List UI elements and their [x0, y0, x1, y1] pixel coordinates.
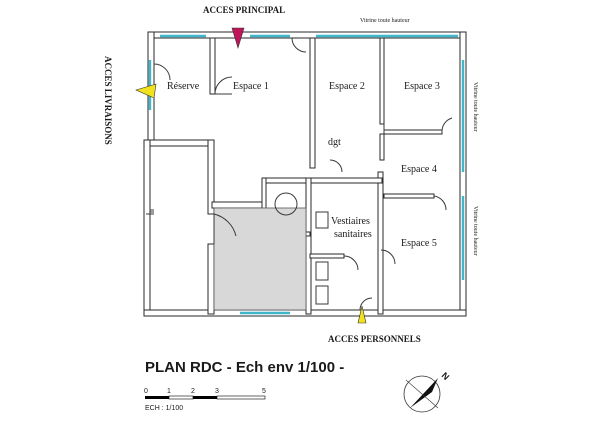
door-delivery — [153, 63, 171, 81]
room-espace1: Espace 1 — [233, 81, 269, 92]
wall-inner-left-b — [207, 243, 215, 315]
door-espace3 — [441, 117, 453, 133]
access-staff-label: ACCES PERSONNELS — [328, 334, 421, 344]
wall-vest-e5 — [377, 171, 384, 315]
room-espace5: Espace 5 — [401, 238, 437, 249]
plan-title: PLAN RDC - Ech env 1/100 - — [145, 359, 344, 376]
scale-tick-1: 1 — [167, 388, 171, 395]
room-dgt: dgt — [328, 137, 341, 148]
scale-tick-0: 0 — [144, 388, 148, 395]
door-reserve — [214, 76, 233, 95]
room-espace4: Espace 4 — [401, 164, 437, 175]
shaded-room — [213, 207, 307, 311]
door-espace4 — [433, 195, 447, 211]
scale-seg-4 — [216, 395, 266, 400]
scale-tick-5: 5 — [262, 388, 266, 395]
wall-reserve — [209, 37, 216, 95]
access-delivery-marker — [135, 83, 157, 99]
room-reserve: Réserve — [167, 81, 200, 92]
north-arrow: N — [403, 370, 452, 413]
glazing-label-right-lower: Vitrine toute hauteur — [472, 206, 478, 256]
scale-seg-1 — [145, 396, 169, 399]
scale-bar: 0 1 2 3 5 ECH : 1/100 — [144, 388, 266, 412]
wall-sani-left — [305, 177, 312, 315]
left-lower-space — [150, 209, 154, 213]
door-staff — [359, 297, 373, 311]
wall-bottom — [143, 309, 467, 317]
wall-e2-e3-low — [379, 133, 385, 161]
wall-e3-e4 — [383, 129, 443, 135]
wall-shade-top — [211, 201, 265, 209]
wall-e4-e5 — [383, 193, 435, 199]
access-main-label: ACCES PRINCIPAL — [203, 5, 285, 15]
scale-tick-2: 2 — [191, 388, 195, 395]
wall-left-lower — [143, 139, 151, 317]
wall-e2-e3 — [379, 37, 385, 125]
glazing-label-top: Vitrine toute hauteur — [360, 18, 410, 24]
glazing-label-right-upper: Vitrine toute hauteur — [472, 82, 478, 132]
room-vestiaires: Vestiaires — [331, 216, 370, 227]
wc-fixture-1 — [315, 261, 329, 281]
access-main-marker — [231, 27, 245, 50]
door-dgt — [329, 159, 343, 173]
shower-fixture — [274, 192, 298, 216]
room-sanitaires: sanitaires — [334, 229, 372, 240]
wall-vest-top — [261, 177, 383, 184]
wall-e1-e2 — [309, 37, 316, 169]
wall-inner-left-a — [207, 139, 215, 215]
compass-circle — [403, 375, 441, 413]
room-labels: Réserve Espace 1 Espace 2 Espace 3 dgt E… — [167, 81, 440, 249]
door-espace5 — [380, 249, 396, 265]
glazing-lines — [148, 34, 465, 315]
room-espace3: Espace 3 — [404, 81, 440, 92]
wall-step — [147, 139, 213, 147]
scale-seg-3 — [193, 396, 217, 399]
glazing-labels: Vitrine toute hauteur Vitrine toute haut… — [360, 18, 478, 256]
doors — [153, 37, 453, 311]
fixtures — [146, 192, 329, 305]
room-espace2: Espace 2 — [329, 81, 365, 92]
compass-needle — [410, 378, 438, 408]
door-vest — [343, 255, 359, 271]
scale-seg-2 — [168, 395, 194, 400]
scale-label: ECH : 1/100 — [145, 405, 183, 412]
scale-tick-3: 3 — [215, 388, 219, 395]
access-delivery-label: ACCES LIVRAISONS — [103, 56, 113, 145]
sink-fixture — [315, 211, 329, 229]
wc-fixture-2 — [315, 285, 329, 305]
door-shaded — [213, 213, 237, 244]
north-label: N — [440, 370, 452, 382]
door-top-right — [291, 37, 307, 53]
access-staff-marker — [357, 305, 367, 324]
wall-shower — [309, 253, 345, 259]
access-markers: ACCES PRINCIPAL ACCES LIVRAISONS ACCES P… — [103, 5, 421, 344]
